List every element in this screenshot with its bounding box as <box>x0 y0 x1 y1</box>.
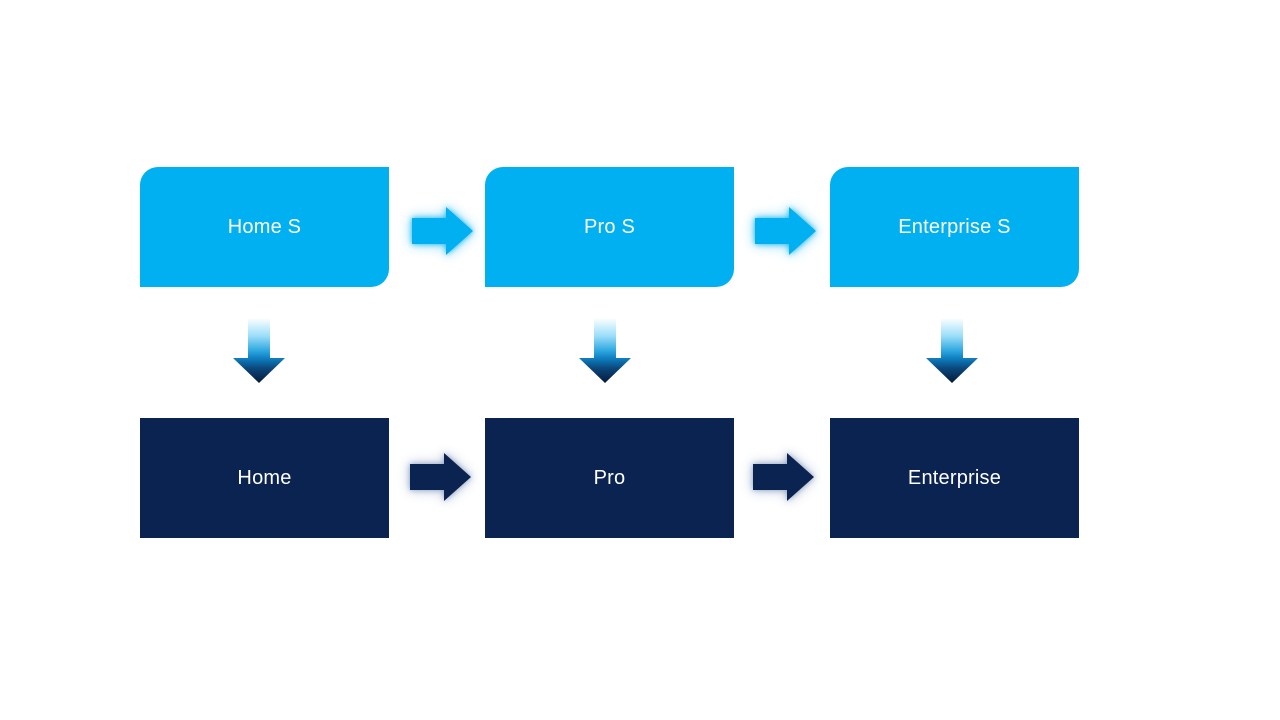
right-arrow-icon <box>412 206 474 256</box>
box-pro: Pro <box>485 418 734 538</box>
down-arrow-icon <box>233 318 285 383</box>
down-arrow-icon <box>926 318 978 383</box>
right-arrow-icon <box>755 206 817 256</box>
box-pro-s: Pro S <box>485 167 734 287</box>
box-label: Enterprise <box>907 466 1002 489</box>
box-home-s: Home S <box>140 167 389 287</box>
right-arrow-icon <box>753 452 815 502</box>
box-enterprise-s: Enterprise S <box>830 167 1079 287</box>
box-label: Enterprise S <box>898 215 1011 238</box>
box-label: Pro S <box>583 215 636 238</box>
box-label: Home <box>237 466 292 489</box>
right-arrow-icon <box>410 452 472 502</box>
box-home: Home <box>140 418 389 538</box>
down-arrow-icon <box>579 318 631 383</box>
box-label: Home S <box>227 215 302 238</box>
box-label: Pro <box>593 466 626 489</box>
box-enterprise: Enterprise <box>830 418 1079 538</box>
